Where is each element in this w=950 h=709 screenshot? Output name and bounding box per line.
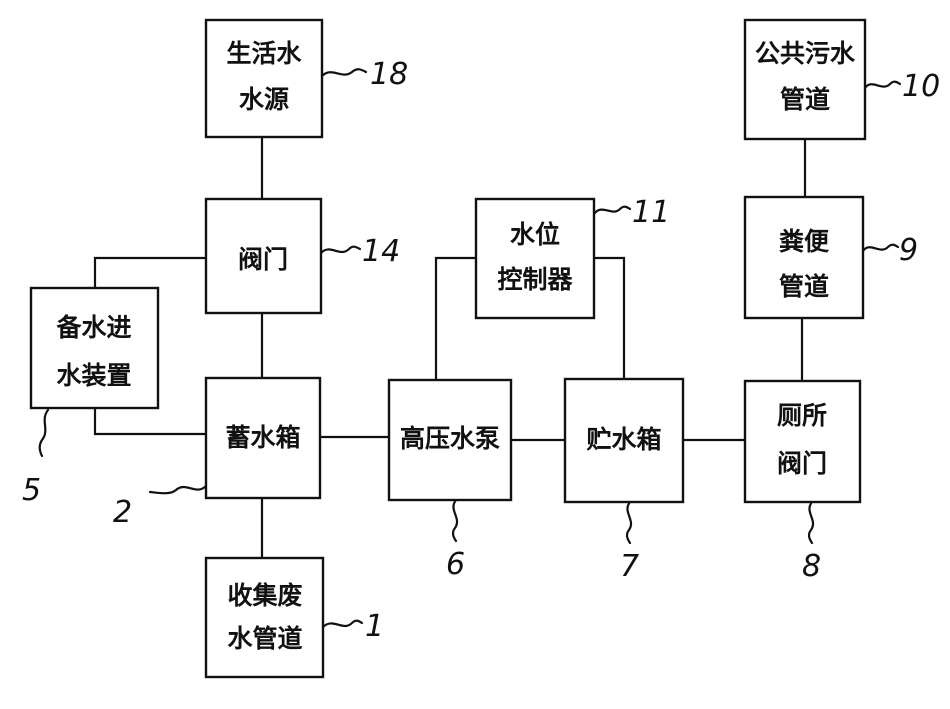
ref-2: 2 [113, 495, 132, 530]
high-pressure-pump-label: 高压水泵 [400, 424, 500, 453]
leader-11 [592, 205, 632, 216]
leader-2 [148, 484, 208, 495]
block-backup-water-inlet: 备水进 水装置 [29, 286, 160, 410]
public-sewer-label-1: 公共污水 [755, 39, 856, 68]
water-level-controller-label-2: 控制器 [497, 265, 573, 294]
ref-5: 5 [22, 473, 41, 508]
waste-water-pipe-label-2: 水管道 [227, 624, 302, 653]
line-pump-controller [434, 256, 478, 382]
ref-14: 14 [362, 234, 400, 269]
leader-1 [321, 619, 364, 629]
block-valve: 阀门 [204, 197, 323, 315]
ref-7: 7 [620, 549, 639, 584]
block-high-pressure-pump: 高压水泵 [387, 378, 513, 502]
waste-water-pipe-label-1: 收集废 [227, 581, 302, 610]
leader-8 [807, 500, 815, 545]
ref-18: 18 [370, 57, 408, 92]
block-waste-water-pipe: 收集废 水管道 [204, 556, 325, 679]
leader-18 [320, 68, 368, 78]
block-water-level-controller: 水位 控制器 [474, 197, 596, 320]
block-domestic-water-source: 生活水 水源 [204, 18, 324, 139]
sewage-pipe-label-2: 管道 [779, 272, 829, 301]
water-tank-label: 贮水箱 [586, 425, 661, 454]
leader-6 [451, 498, 459, 543]
public-sewer-label-2: 管道 [780, 85, 830, 114]
reference-numerals: 18 14 1 11 10 9 2 5 6 7 8 [22, 57, 940, 644]
storage-tank-label: 蓄水箱 [225, 423, 300, 452]
ref-9: 9 [899, 233, 918, 268]
connection-lines [93, 135, 807, 560]
block-sewage-pipe: 粪便 管道 [743, 195, 865, 320]
leader-9 [861, 243, 900, 253]
leader-10 [863, 80, 902, 90]
line-backup-tank [93, 406, 208, 436]
block-public-sewer: 公共污水 管道 [743, 18, 867, 141]
domestic-water-source-label-1: 生活水 [226, 39, 302, 68]
water-level-controller-label-1: 水位 [510, 220, 560, 249]
toilet-valve-label-2: 阀门 [777, 449, 827, 478]
leader-7 [625, 500, 633, 545]
leader-5 [38, 408, 50, 458]
ref-1: 1 [365, 609, 384, 644]
sewage-pipe-label-1: 粪便 [779, 227, 830, 256]
block-storage-tank: 蓄水箱 [204, 376, 322, 500]
valve-label: 阀门 [238, 245, 288, 274]
block-water-tank: 贮水箱 [563, 377, 685, 504]
leader-lines [38, 68, 902, 629]
ref-11: 11 [632, 195, 670, 230]
ref-8: 8 [802, 549, 821, 584]
leader-14 [319, 245, 362, 255]
backup-water-inlet-label-1: 备水进 [55, 313, 131, 342]
toilet-valve-label-1: 厕所 [777, 401, 827, 430]
line-controller-watertank [592, 256, 626, 381]
line-valve-backup [93, 256, 208, 290]
ref-6: 6 [446, 547, 465, 582]
block-toilet-valve: 厕所 阀门 [743, 379, 862, 504]
domestic-water-source-label-2: 水源 [239, 85, 289, 114]
backup-water-inlet-label-2: 水装置 [56, 361, 131, 390]
ref-10: 10 [902, 69, 940, 104]
